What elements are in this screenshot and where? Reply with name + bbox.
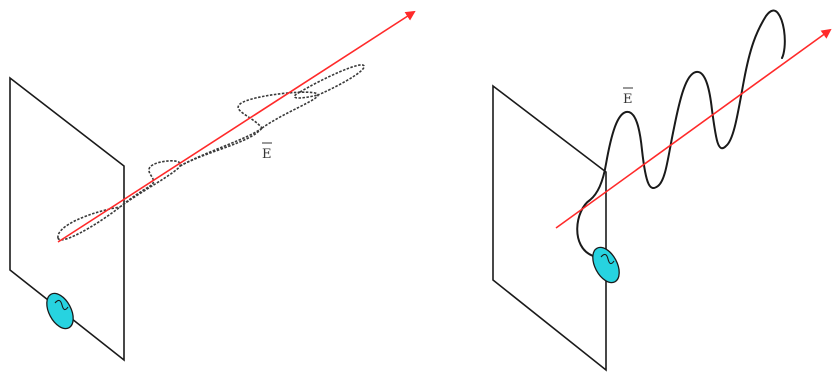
left-propagation-axis bbox=[58, 12, 414, 242]
right-propagation-axis bbox=[556, 30, 830, 228]
left-e-field-symbol: E bbox=[262, 147, 272, 162]
right-panel: E bbox=[493, 11, 830, 370]
right-field-label: E bbox=[623, 88, 633, 107]
right-wave bbox=[577, 11, 785, 256]
right-plate bbox=[493, 86, 606, 370]
right-e-field-symbol: E bbox=[623, 92, 633, 107]
left-panel: E bbox=[10, 12, 414, 360]
left-field-label: E bbox=[262, 143, 272, 162]
